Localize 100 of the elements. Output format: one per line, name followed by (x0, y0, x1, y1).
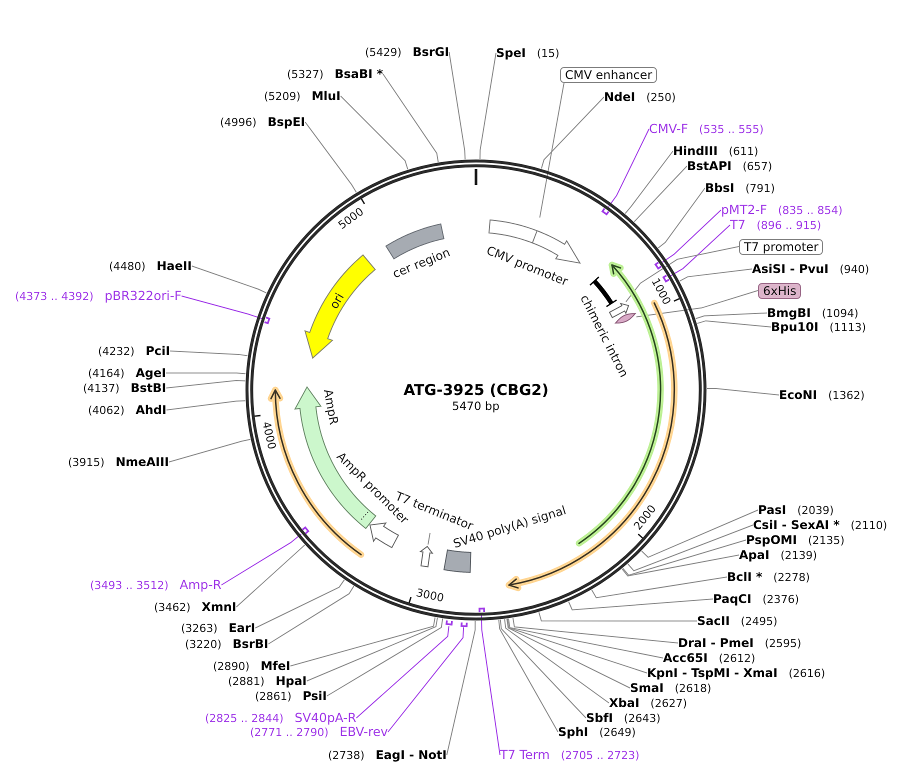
cut-site-position: (2110) (850, 518, 888, 532)
cut-site-position: (657) (742, 160, 772, 172)
cut-site-position: (2595) (764, 636, 802, 650)
enzyme-name: AhdI (136, 404, 166, 416)
plasmid-name: ATG-3925 (CBG2) (404, 382, 549, 398)
enzyme-name: EcoNI (779, 388, 818, 402)
enzyme-name: ApaI (739, 548, 770, 562)
leader-line (220, 533, 302, 586)
primer-position: (2825 .. 2844) (205, 712, 284, 725)
cut-site-position: (2376) (762, 592, 800, 606)
leader-line (498, 619, 558, 732)
leader-line (625, 246, 740, 302)
enzyme-name: MluI (312, 90, 341, 102)
cut-site-position: (2890) (213, 660, 250, 672)
feature-label: cer region (390, 245, 452, 281)
feature-label: ori (326, 290, 347, 312)
leader-line (679, 268, 752, 282)
enzyme-name: MfeI (260, 660, 290, 672)
leader-line (448, 52, 466, 160)
cut-site-position: (3915) (68, 456, 105, 468)
cut-site-position: (2039) (797, 504, 834, 516)
enzyme-name: KpnI - TspMI - XmaI (647, 666, 778, 680)
leader-line (504, 618, 610, 704)
leader-line (191, 266, 267, 294)
primer-position: (4373 .. 4392) (15, 290, 94, 303)
scale-label: 1000 (648, 276, 673, 308)
enzyme-name: XbaI (609, 696, 640, 710)
enzyme-name: BmgBI (767, 306, 811, 320)
cut-site-position: (1094) (822, 306, 858, 320)
enzyme-name: SacII (697, 614, 730, 628)
primer-name: pBR322ori-F (104, 289, 182, 302)
leader-line (170, 350, 248, 356)
primer-name: SV40pA-R (294, 711, 356, 724)
primer-bracket-icon (460, 620, 468, 628)
enzyme-name: SbfI (586, 712, 613, 724)
enzyme-name: PaqCI (713, 592, 752, 606)
enzyme-name: NmeAIII (116, 456, 169, 468)
enzyme-name: PspOMI (746, 534, 797, 546)
cut-site-position: (3220) (185, 638, 222, 650)
leader-line (512, 618, 678, 644)
enzyme-name: BbsI (705, 182, 734, 194)
primer-bracket-icon (262, 316, 270, 325)
cut-site-position: (1362) (828, 388, 865, 402)
leader-line (254, 579, 345, 628)
enzyme-name: Acc65I (663, 652, 708, 664)
leader-line (236, 544, 306, 608)
cut-site-position: (2495) (740, 614, 778, 628)
enzyme-name: AgeI (136, 366, 166, 380)
cut-site-position: (940) (840, 262, 870, 276)
leader-line (636, 290, 758, 318)
cut-site-position: (2139) (780, 548, 818, 562)
cut-site-position: (250) (646, 90, 676, 104)
cut-site-position: (4480) (109, 260, 146, 272)
leader-line (340, 96, 408, 170)
primer-name: T7 (730, 218, 746, 231)
leader-line (608, 128, 650, 208)
leader-line (290, 616, 436, 666)
cut-site-position: (15) (536, 46, 560, 60)
leader-line (568, 598, 714, 610)
primer-bracket-icon (478, 607, 486, 614)
leader-line (508, 618, 664, 658)
sequence-length: 5470 bp (452, 400, 500, 412)
leader-line (480, 613, 500, 756)
leader-line (306, 617, 438, 682)
leader-line (356, 626, 450, 718)
leader-line (181, 296, 264, 320)
cut-site-position: (4996) (220, 116, 257, 128)
enzyme-name: PciI (146, 344, 170, 358)
primer-name: pMT2-F (721, 203, 768, 216)
oval-marker-icon (614, 312, 636, 325)
leader-line (634, 166, 688, 222)
leader-line (166, 372, 246, 374)
cut-site-position: (2618) (674, 682, 712, 694)
cut-site-position: (2627) (650, 696, 687, 710)
feature-label: AmpR (320, 388, 341, 426)
cut-site-position: (1113) (829, 320, 866, 334)
leader-line (500, 619, 586, 718)
primer-position: (835 .. 854) (778, 204, 843, 217)
cut-site-position: (791) (745, 182, 775, 194)
enzyme-name: Bpu10I (771, 320, 818, 334)
leader-line (658, 188, 706, 248)
primer-position: (2771 .. 2790) (250, 726, 329, 739)
small-arrow-icon (418, 544, 434, 568)
primer-bracket-icon (301, 526, 310, 535)
leader-line (622, 554, 740, 576)
cut-site-position: (2881) (228, 674, 265, 688)
primer-position: (2705 .. 2723) (560, 749, 640, 762)
leader-line (696, 320, 772, 328)
leader-line (662, 210, 722, 263)
cut-site-position: (2643) (624, 712, 660, 724)
leader-line (538, 612, 698, 622)
primer-name: EBV-rev (340, 725, 388, 738)
leader-line (446, 620, 476, 756)
enzyme-name: EarI (228, 622, 256, 634)
leader-line (166, 400, 246, 410)
leader-line (627, 524, 754, 572)
leader-line (268, 586, 354, 644)
cut-site-position: (4137) (83, 382, 120, 394)
enzyme-name: SphI (558, 726, 588, 738)
leader-line (624, 150, 674, 214)
